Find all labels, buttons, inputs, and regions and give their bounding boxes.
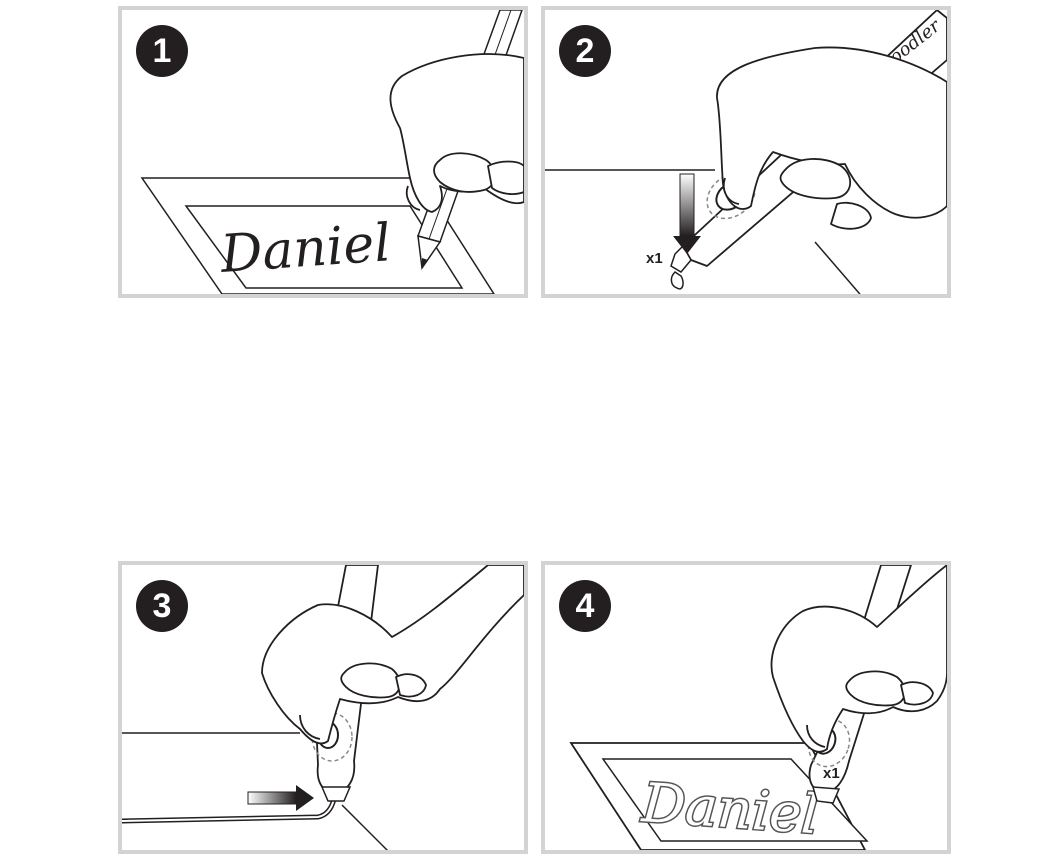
step-3-panel: 3 [118, 561, 528, 854]
step-4-panel: Daniel 4 x1 [541, 561, 951, 854]
hand-icon [389, 53, 524, 213]
step-number-badge: 1 [136, 25, 188, 77]
traced-name: Daniel [639, 771, 821, 846]
template-frame [184, 205, 464, 289]
template-frame [601, 758, 869, 842]
hand-icon [770, 565, 947, 753]
step-number-badge: 3 [136, 580, 188, 632]
step-4-illustration: Daniel [569, 565, 947, 850]
press-count-label: x1 [646, 250, 663, 267]
step-2-illustration: 3Doodler [545, 10, 947, 294]
button-highlight-ring [311, 712, 353, 762]
hand-icon [716, 46, 947, 230]
press-count-label: x1 [823, 765, 840, 782]
step-1-panel: Daniel 1 [118, 6, 528, 298]
button-highlight-ring [807, 718, 851, 768]
arrow-down-icon [673, 173, 701, 254]
step-number-badge: 4 [559, 580, 611, 632]
table-edge [814, 241, 861, 294]
table-edge [341, 804, 389, 850]
hand-icon [261, 565, 524, 745]
arrow-right-icon [247, 785, 314, 811]
handwritten-name: Daniel [218, 213, 393, 285]
step-number-badge: 2 [559, 25, 611, 77]
step-2-panel: 3Doodler 2 x1 [541, 6, 951, 298]
step-1-illustration: Daniel [140, 10, 524, 294]
step-3-illustration [122, 565, 524, 850]
